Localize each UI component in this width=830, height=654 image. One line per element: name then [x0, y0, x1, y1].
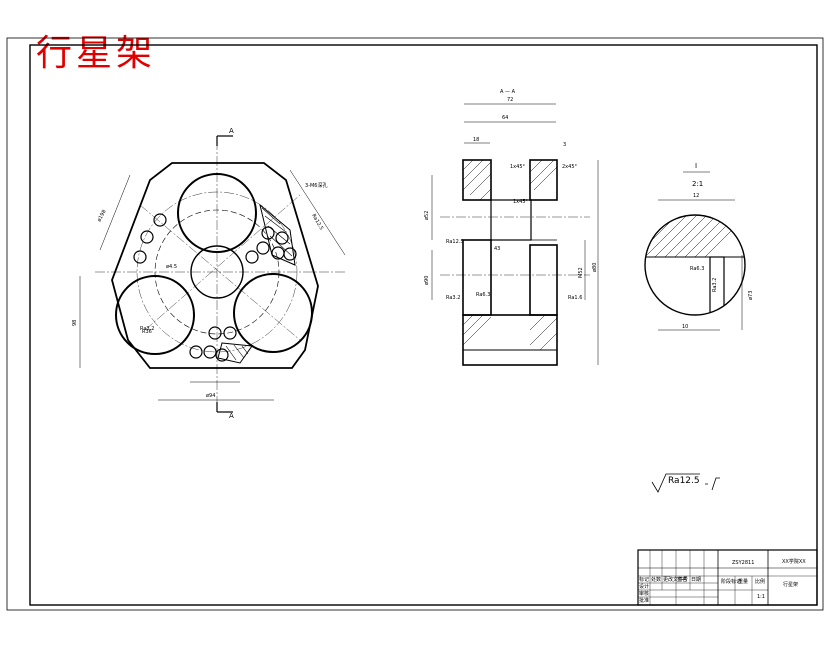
front-holes-note: 3-M6深孔 [305, 182, 327, 189]
section-view [431, 103, 599, 366]
dim-detail-10: 10 [682, 324, 688, 330]
dim-front-diameter: ø198 [96, 209, 107, 223]
tb-label-stage: 阶段标记 [721, 578, 741, 585]
detail-scale: 2:1 [692, 180, 703, 188]
dim-section-m52: M52 [578, 267, 584, 278]
dim-section-90: ø90 [424, 276, 430, 285]
title-block-drawing-no: ZSY2811 [732, 560, 754, 566]
detail-roughness-2: Ra3.2 [712, 278, 718, 292]
tb-scale-value: 1:1 [757, 594, 765, 600]
dim-section-43: 43 [494, 246, 500, 252]
title-block [637, 549, 818, 606]
chamfer-3: 1x45° [513, 199, 529, 205]
general-roughness-symbol [651, 473, 720, 493]
section-roughness-1: Ra12.5 [446, 239, 464, 245]
tb-label-scale: 比例 [755, 578, 765, 585]
dim-detail-12: 12 [693, 193, 699, 199]
front-roughness-2: Ra3.2 [140, 326, 154, 332]
tb-label-change: 更改文件号 [663, 576, 688, 583]
section-roughness-4: Ra6.3 [476, 292, 490, 298]
tb-label-design: 设计 [639, 583, 649, 590]
dim-front-width: ø94 [206, 393, 215, 399]
dim-section-18: 18 [473, 137, 479, 143]
front-roughness-1: Ra12.5 [310, 213, 324, 231]
tb-label-review: 审核 [639, 590, 649, 597]
tb-label-approve: 批准 [639, 597, 649, 604]
cut-mark-bottom: A [229, 412, 234, 420]
section-roughness-2: Ra3.2 [446, 295, 460, 301]
detail-roughness-1: Ra6.3 [690, 266, 704, 272]
dim-front-radius: R36 [142, 329, 152, 335]
drawing-title: 行星架 [36, 33, 157, 74]
tb-label-sign: 签名 [677, 576, 687, 583]
inner-border [29, 44, 818, 606]
dim-detail-73: ø73 [748, 291, 754, 300]
chamfer-1: 1x45° [510, 164, 526, 170]
dim-section-80: ø80 [592, 263, 598, 272]
general-roughness-value: Ra12.5 [668, 476, 700, 486]
dim-section-52: ø52 [424, 211, 430, 220]
tb-label-weight: 重量 [738, 578, 748, 585]
dim-front-height: 98 [72, 320, 78, 326]
outer-border [6, 37, 824, 611]
chamfer-2: 2x45° [562, 164, 578, 170]
detail-label: I [695, 162, 697, 170]
dim-section-inner: 64 [502, 115, 508, 121]
cut-mark-top: A [229, 127, 234, 135]
dim-front-hole: ø4.5 [166, 264, 177, 270]
detail-view [644, 199, 746, 331]
front-view [79, 135, 346, 413]
tb-label-mark: 标记 [639, 576, 649, 583]
title-block-part-name: 行星架 [783, 581, 798, 588]
section-roughness-3: Ra1.6 [568, 295, 582, 301]
dim-section-3: 3 [563, 142, 566, 148]
dim-section-total: 72 [507, 97, 513, 103]
tb-label-count: 处数 [651, 576, 661, 583]
title-block-school: XX学院XX [782, 558, 806, 565]
tb-label-date: 日期 [691, 577, 701, 583]
section-label: A — A [500, 89, 516, 95]
